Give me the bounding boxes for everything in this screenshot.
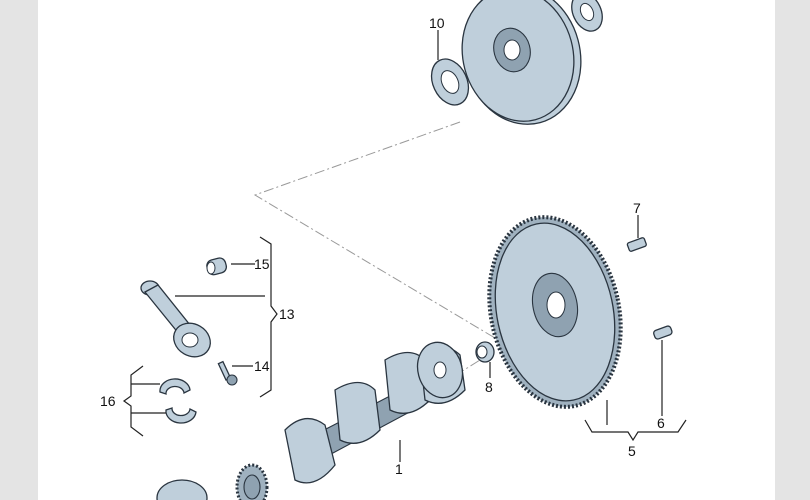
bolt-7[interactable] bbox=[626, 237, 647, 252]
label-10: 10 bbox=[429, 15, 445, 31]
label-15: 15 bbox=[254, 256, 270, 272]
vibration-damper[interactable] bbox=[156, 479, 208, 500]
bush-8[interactable] bbox=[475, 341, 495, 363]
alignment-line bbox=[253, 121, 496, 339]
bearing-shells-16[interactable] bbox=[159, 378, 197, 424]
label-14: 14 bbox=[254, 358, 270, 374]
label-6: 6 bbox=[657, 415, 665, 431]
bracket-16 bbox=[122, 365, 144, 437]
right-margin bbox=[775, 0, 810, 500]
label-16: 16 bbox=[100, 393, 116, 409]
conrod-bolt-14[interactable] bbox=[217, 360, 238, 386]
bracket-13 bbox=[259, 236, 278, 398]
drive-plate[interactable] bbox=[448, 0, 597, 138]
label-8: 8 bbox=[485, 379, 493, 395]
label-7: 7 bbox=[633, 200, 641, 216]
crankshaft-sprocket[interactable] bbox=[235, 463, 269, 500]
shim-plate-10[interactable] bbox=[424, 53, 475, 111]
label-1: 1 bbox=[395, 461, 403, 477]
shim-plate-top[interactable] bbox=[566, 0, 608, 36]
left-margin bbox=[0, 0, 38, 500]
connecting-rod[interactable] bbox=[140, 280, 216, 363]
label-5: 5 bbox=[628, 443, 636, 459]
crankshaft[interactable] bbox=[284, 337, 468, 484]
flywheel[interactable] bbox=[472, 205, 637, 419]
small-end-bush-15[interactable] bbox=[205, 257, 228, 276]
label-13: 13 bbox=[279, 306, 295, 322]
dowel-pin-6[interactable] bbox=[653, 325, 673, 340]
